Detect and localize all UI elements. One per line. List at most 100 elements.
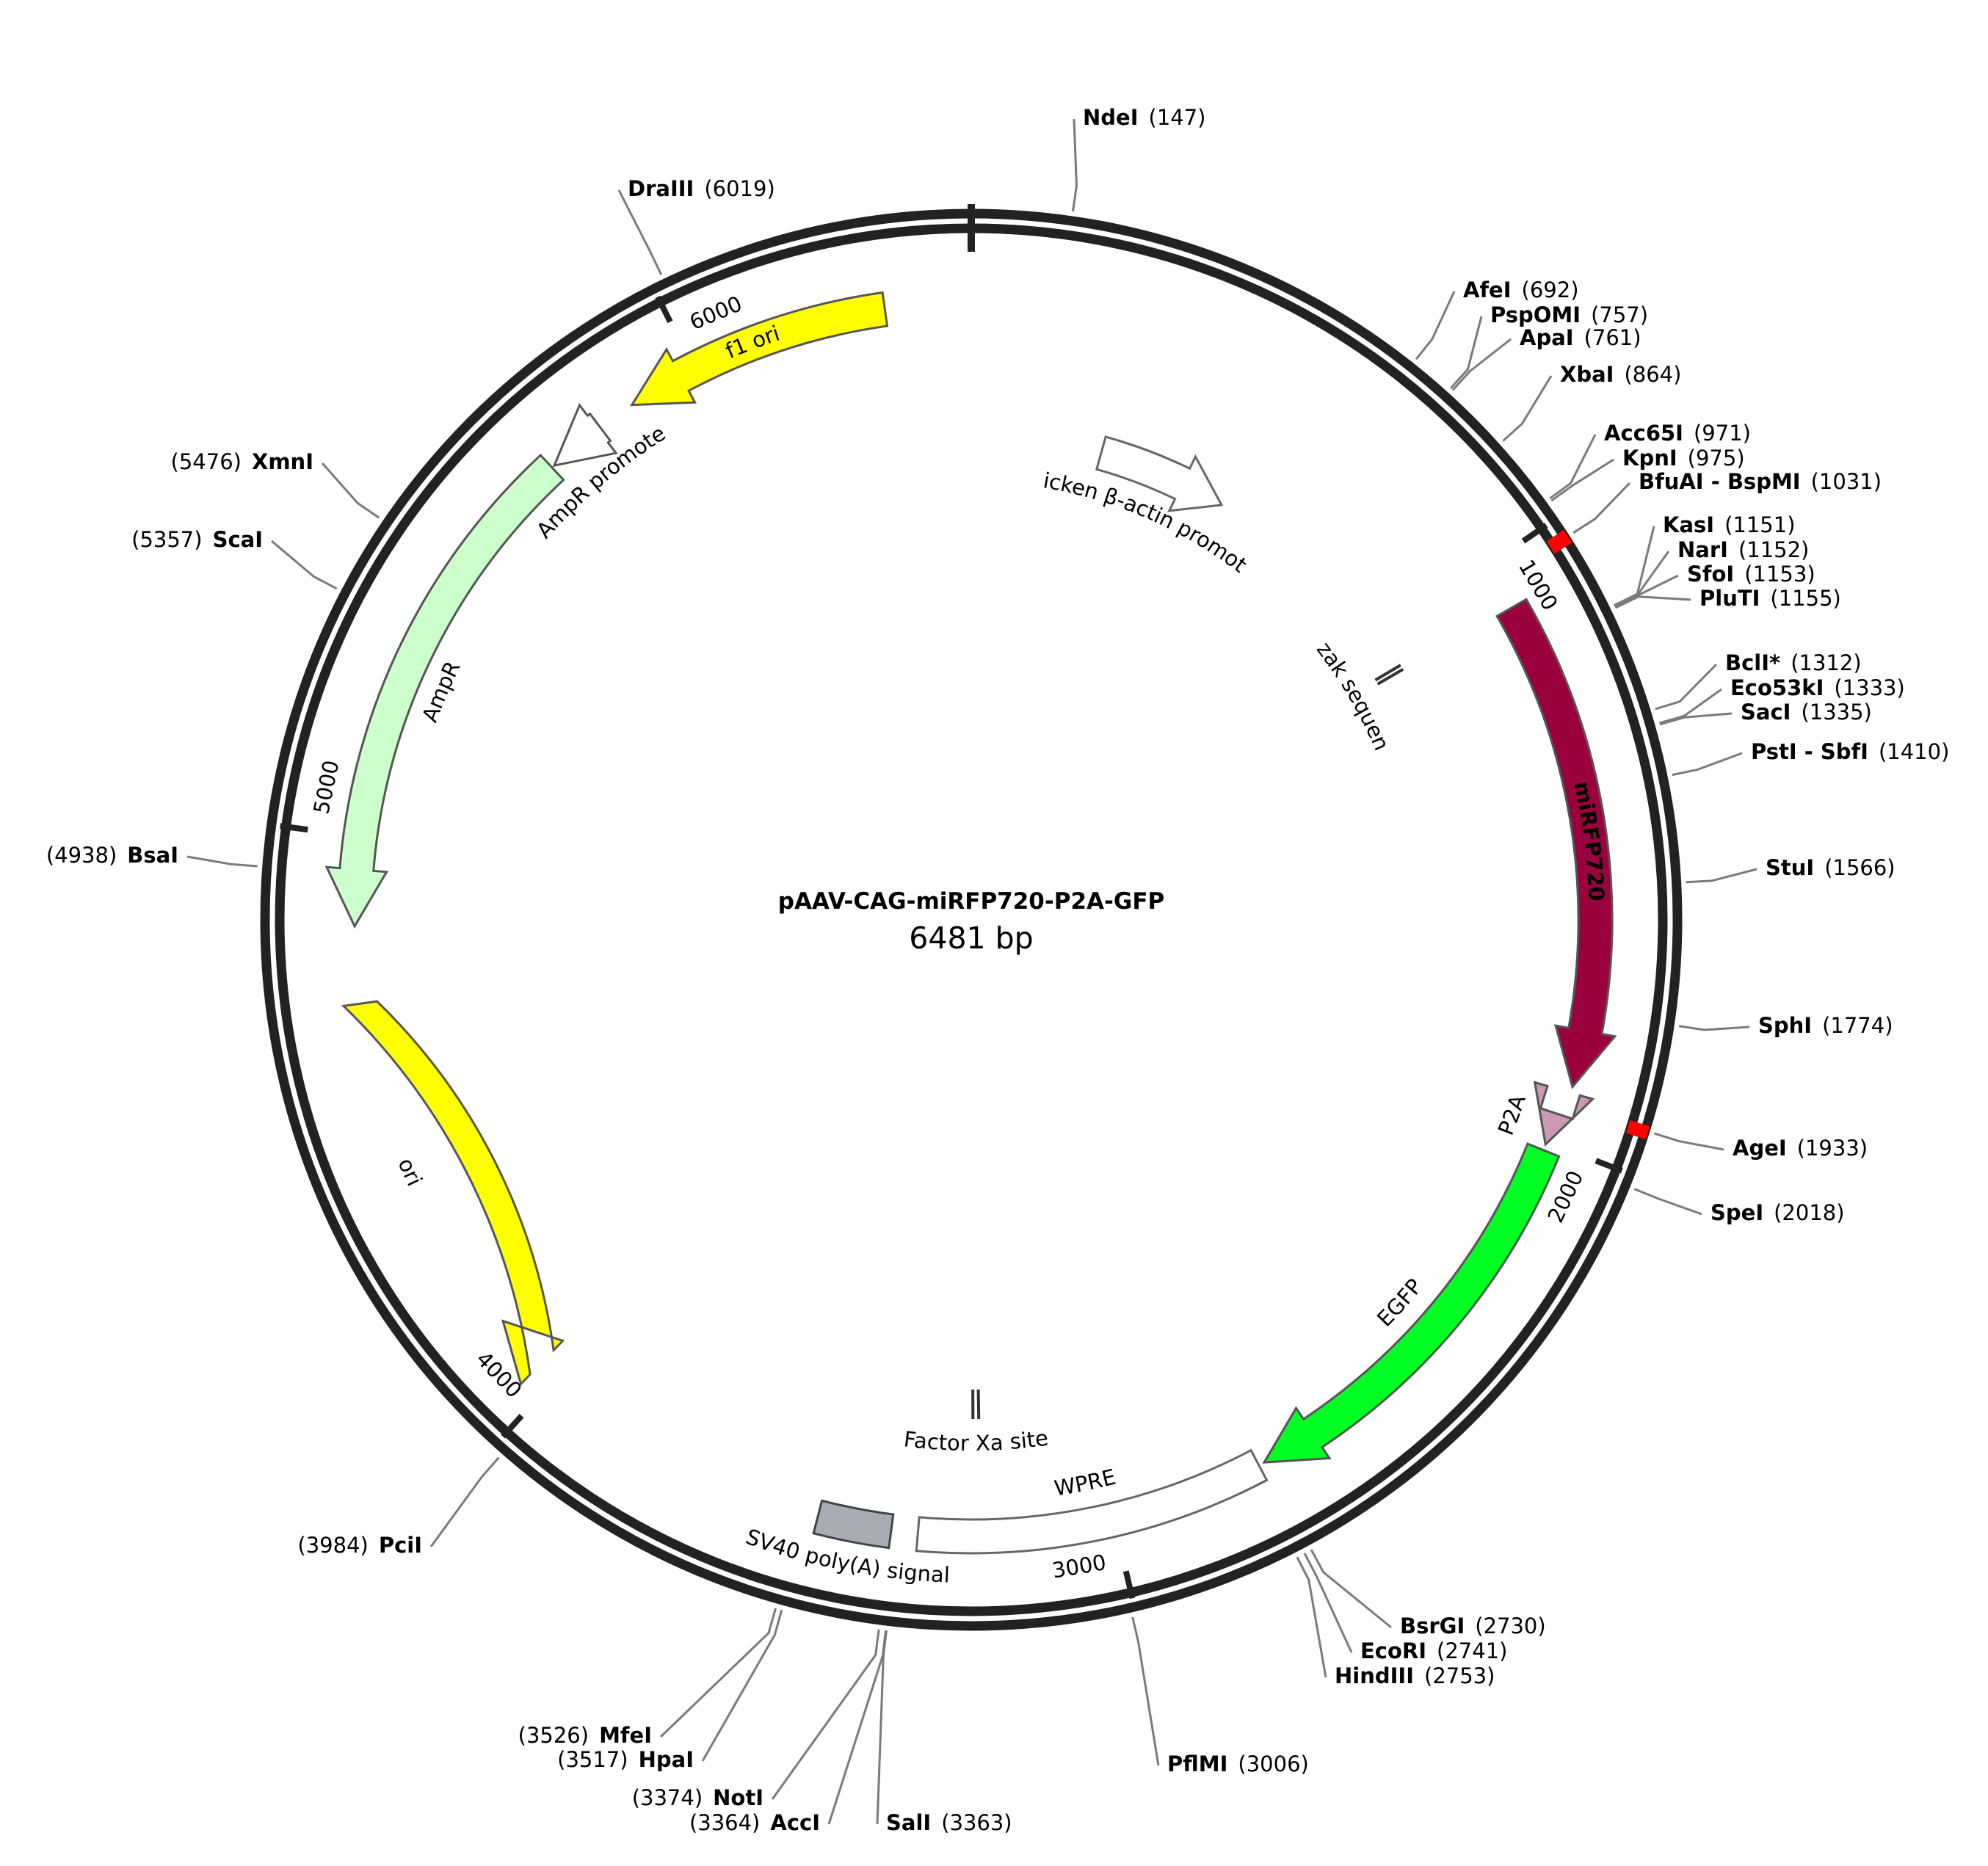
site-text: StuI(1566) [1766,855,1896,880]
site-label-apai[interactable]: ApaI(761) [1520,325,1641,350]
site-label-ndei[interactable]: NdeI(147) [1083,105,1205,130]
site-name: PstI - SbfI [1751,739,1868,764]
site-position: (1031) [1811,469,1882,494]
site-label-xbai[interactable]: XbaI(864) [1560,362,1681,387]
site-position: (3364) [689,1810,760,1835]
site-position: (975) [1688,446,1745,471]
site-position: (3526) [518,1723,589,1748]
site-name: Acc65I [1604,421,1683,446]
site-name: PluTI [1699,586,1760,611]
map-center: pAAV-CAG-miRFP720-P2A-GFP 6481 bp [778,888,1165,956]
site-label-bsai[interactable]: (4938)BsaI [46,843,178,868]
site-leader-xbai [1503,376,1551,441]
feature-chicken-actin-promoter[interactable]: chicken β-actin promoter [0,0,1252,578]
site-leader-psti-sbfi [1672,753,1742,775]
site-name: MfeI [599,1723,652,1748]
site-name: AfeI [1463,277,1512,302]
site-text: PstI - SbfI(1410) [1751,739,1949,764]
site-label-acc65i[interactable]: Acc65I (971) [1604,421,1751,446]
site-position: (1151) [1724,512,1795,537]
ruler-tick-label: 5000 [308,758,344,816]
site-label-pluti[interactable]: PluTI(1155) [1699,586,1841,611]
site-label-eco53ki[interactable]: Eco53kI(1333) [1730,675,1905,700]
site-label-spei[interactable]: SpeI(2018) [1711,1200,1845,1225]
site-label-psti-sbfi[interactable]: PstI - SbfI(1410) [1751,739,1949,764]
site-label-pcii[interactable]: (3984)PciI [297,1533,422,1558]
site-label-sfoi[interactable]: SfoI(1153) [1687,562,1815,587]
site-name: ScaI [213,527,263,552]
site-label-hpai[interactable]: (3517)HpaI [557,1747,694,1772]
site-text: SfoI(1153) [1687,562,1815,587]
feature-mirfp720[interactable]: miRFP720 [1497,599,1615,1086]
site-name: PciI [379,1533,422,1558]
feature-ampr[interactable]: AmpR [327,455,564,926]
site-label-hindiii[interactable]: HindIII(2753) [1335,1663,1495,1688]
site-label-ecori[interactable]: EcoRI(2741) [1360,1638,1507,1663]
site-position: (2753) [1424,1663,1495,1688]
site-text: KpnI(975) [1622,446,1745,471]
site-leader-draiii [619,190,661,275]
feature-ori[interactable]: ori [344,1001,563,1384]
site-position: (1152) [1738,537,1809,562]
feature-ampr-promoter[interactable]: AmpR promoter [0,0,670,543]
site-position: (3006) [1238,1751,1308,1776]
site-label-bcli[interactable]: BclI*(1312) [1725,650,1862,675]
site-position: (1335) [1801,700,1871,725]
feature-factor-xa-site[interactable]: Factor Xa site [902,1390,1050,1456]
site-text: BclI*(1312) [1725,650,1862,675]
site-label-draiii[interactable]: DraIII(6019) [628,176,775,201]
feature-wpre[interactable]: WPRE [916,1451,1266,1553]
site-name: KasI [1663,512,1714,537]
feature-p2a[interactable]: P2A [1493,1083,1593,1145]
site-leader-ndei [1073,119,1076,211]
site-label-nari[interactable]: NarI(1152) [1677,537,1809,562]
site-label-acci[interactable]: (3364) AccI [689,1810,820,1835]
site-label-scai[interactable]: (5357)ScaI [131,527,263,552]
ruler-tick [280,826,308,829]
site-leader-kasi [1614,526,1654,606]
site-name: SacI [1741,700,1791,725]
feature-f1-ori[interactable]: f1 ori [632,293,888,405]
site-leader-agei [1655,1133,1724,1150]
site-name: PflMI [1167,1751,1227,1776]
site-text: EcoRI(2741) [1360,1638,1507,1663]
site-text: (3517)HpaI [557,1747,694,1772]
site-leader-ecori [1305,1553,1352,1652]
site-label-pspomi[interactable]: PspOMI(757) [1490,302,1648,327]
site-position: (3517) [557,1747,628,1772]
site-name: AgeI [1733,1136,1787,1161]
site-label-afei[interactable]: AfeI(692) [1463,277,1579,302]
site-text: BsrGI(2730) [1400,1613,1546,1638]
site-name: StuI [1766,855,1814,880]
site-label-bfuai-bspmi[interactable]: BfuAI - BspMI(1031) [1639,469,1882,494]
site-text: Eco53kI(1333) [1730,675,1905,700]
site-text: (3364) AccI [689,1810,820,1835]
site-position: (2741) [1437,1638,1507,1663]
site-text: ApaI(761) [1520,325,1641,350]
site-label-noti[interactable]: (3374)NotI [632,1785,763,1810]
site-position: (971) [1694,421,1751,446]
site-label-mfei[interactable]: (3526) MfeI [518,1723,652,1748]
site-label-stui[interactable]: StuI(1566) [1766,855,1896,880]
feature-egfp[interactable]: EGFP [1264,1144,1559,1462]
site-name: NdeI [1083,105,1139,130]
site-label-sphi[interactable]: SphI(1774) [1758,1013,1893,1038]
site-label-kpni[interactable]: KpnI(975) [1622,446,1745,471]
site-position: (2730) [1475,1613,1545,1638]
site-name: AccI [770,1810,820,1835]
site-text: DraIII(6019) [628,176,775,201]
site-label-pflmi[interactable]: PflMI (3006) [1167,1751,1309,1776]
site-label-sali[interactable]: SalI(3363) [886,1810,1012,1835]
site-label-saci[interactable]: SacI (1335) [1741,700,1872,725]
site-text: XbaI(864) [1560,362,1681,387]
site-label-bsrgi[interactable]: BsrGI(2730) [1400,1613,1546,1638]
backbone-inner-strand [280,228,1663,1611]
site-position: (4938) [46,843,117,868]
site-position: (2018) [1774,1200,1844,1225]
site-leader-stui [1686,869,1757,882]
site-leader-pflmi [1133,1617,1158,1765]
site-label-kasi[interactable]: KasI (1151) [1663,512,1796,537]
site-label-agei[interactable]: AgeI(1933) [1733,1136,1868,1161]
site-position: (1153) [1744,562,1815,587]
site-label-xmni[interactable]: (5476)XmnI [171,449,313,474]
